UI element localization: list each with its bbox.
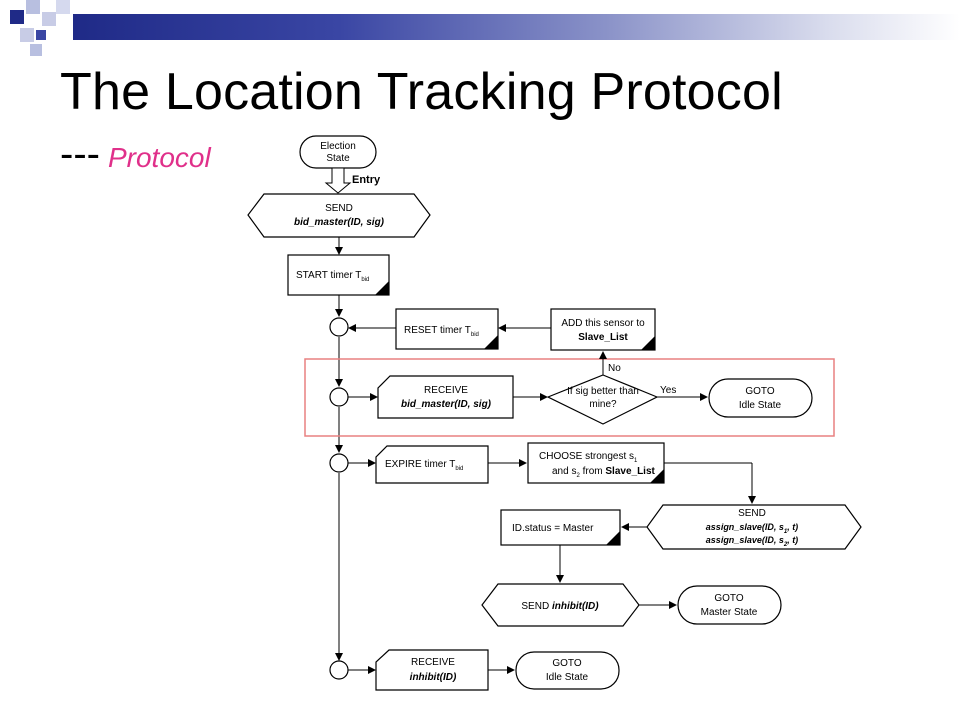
receive-inhibit-line1: RECEIVE — [411, 657, 455, 668]
subtitle-text: Protocol — [107, 142, 211, 173]
expire-timer-node — [375, 445, 489, 484]
add-sensor-corner — [641, 336, 655, 350]
logo-square-6 — [36, 30, 46, 40]
send-inhibit-text: SEND inhibit(ID) — [521, 601, 599, 612]
goto-idle-2-line2: Idle State — [546, 672, 589, 683]
logo-square-3 — [42, 12, 56, 26]
logo-square-5 — [20, 28, 34, 42]
choose-line1-text: CHOOSE strongest s — [539, 451, 634, 462]
logo-square-2 — [26, 0, 40, 14]
election-state-line2: State — [326, 153, 350, 164]
reset-timer-sub: bid — [471, 332, 479, 338]
yes-label: Yes — [660, 385, 676, 396]
reset-timer-label: RESET timer T — [404, 325, 471, 336]
decision-line1: If sig better than — [567, 386, 639, 397]
no-label: No — [608, 363, 621, 374]
junction-1 — [329, 317, 349, 337]
start-timer-corner — [375, 281, 389, 295]
goto-master-node — [677, 585, 782, 625]
receive-inhibit-line2: inhibit(ID) — [410, 672, 457, 683]
choose-line2-text: and s — [552, 466, 576, 477]
entry-label: Entry — [352, 174, 381, 186]
choose-line2-list: Slave_List — [605, 466, 655, 477]
send-bid-line2: bid_master(ID, sig) — [294, 217, 385, 228]
logo-square-1 — [10, 10, 24, 24]
add-sensor-line1: ADD this sensor to — [561, 318, 645, 329]
send-assign-line2-text: assign_slave(ID, s — [706, 522, 784, 532]
goto-master-line1: GOTO — [714, 593, 743, 604]
id-status-node — [500, 509, 621, 546]
subtitle-dashes: --- — [60, 132, 100, 176]
highlight-box — [304, 358, 835, 437]
send-assign-line3-sub: 2 — [783, 542, 788, 548]
goto-idle-1-line1: GOTO — [745, 386, 774, 397]
goto-master-line2: Master State — [701, 607, 758, 618]
decision-node — [546, 374, 659, 425]
goto-idle-2-node — [515, 651, 620, 690]
choose-line2: and s2 from Slave_List — [552, 466, 656, 479]
slide-title: The Location Tracking Protocol — [60, 63, 783, 121]
expire-timer-sub: bid — [455, 466, 463, 472]
send-inhibit-node — [481, 583, 640, 627]
send-inhibit-call: inhibit(ID) — [552, 601, 599, 612]
junction-3 — [329, 453, 349, 473]
slide-subtitle: ---Protocol — [60, 132, 211, 177]
start-timer-sub: bid — [361, 277, 369, 283]
start-timer-label: START timer T — [296, 270, 361, 281]
send-assign-line1: SEND — [738, 508, 766, 519]
goto-idle-1-line2: Idle State — [739, 400, 782, 411]
receive-bid-line1: RECEIVE — [424, 385, 468, 396]
receive-bid-line2: bid_master(ID, sig) — [401, 399, 492, 410]
election-state-line1: Election — [320, 141, 356, 152]
decision-line2: mine? — [589, 399, 617, 410]
send-bid-node — [247, 193, 431, 238]
send-assign-line2-end: , t) — [786, 522, 798, 532]
send-assign-line3-end: , t) — [786, 535, 798, 545]
logo-square-4 — [56, 0, 70, 14]
send-assign-line3: assign_slave(ID, s2, t) — [706, 535, 798, 548]
junction-4 — [329, 660, 349, 680]
logo-square-7 — [30, 44, 42, 56]
start-timer-text: START timer Tbid — [296, 270, 369, 283]
id-status-corner — [606, 531, 620, 545]
id-status-text: ID.status = Master — [512, 523, 594, 534]
choose-line2-from: from — [580, 466, 606, 477]
expire-timer-label: EXPIRE timer T — [385, 459, 455, 470]
add-sensor-node — [550, 308, 656, 351]
reset-timer-corner — [484, 335, 498, 349]
entry-arrow — [324, 167, 352, 194]
send-assign-line2-sub: 1 — [784, 529, 788, 535]
receive-bid-node — [377, 375, 514, 419]
expire-timer-text: EXPIRE timer Tbid — [385, 459, 463, 472]
send-inhibit-label: SEND — [521, 601, 552, 612]
choose-corner — [650, 469, 664, 483]
receive-inhibit-node — [375, 649, 489, 691]
start-timer-node — [287, 254, 390, 296]
header-gradient-bar — [73, 14, 960, 40]
goto-idle-1-node — [708, 378, 813, 418]
send-assign-line3-text: assign_slave(ID, s — [706, 535, 784, 545]
send-bid-line1: SEND — [325, 203, 353, 214]
goto-idle-2-line1: GOTO — [552, 658, 581, 669]
choose-line2-sub: 2 — [576, 473, 580, 479]
junction-2 — [329, 387, 349, 407]
choose-line1-sub: 1 — [634, 458, 638, 464]
add-sensor-line2: Slave_List — [578, 332, 628, 343]
choose-line1: CHOOSE strongest s1 — [539, 451, 638, 464]
choose-node — [527, 442, 665, 484]
send-assign-line2: assign_slave(ID, s1, t) — [706, 522, 798, 535]
reset-timer-text: RESET timer Tbid — [404, 325, 479, 338]
